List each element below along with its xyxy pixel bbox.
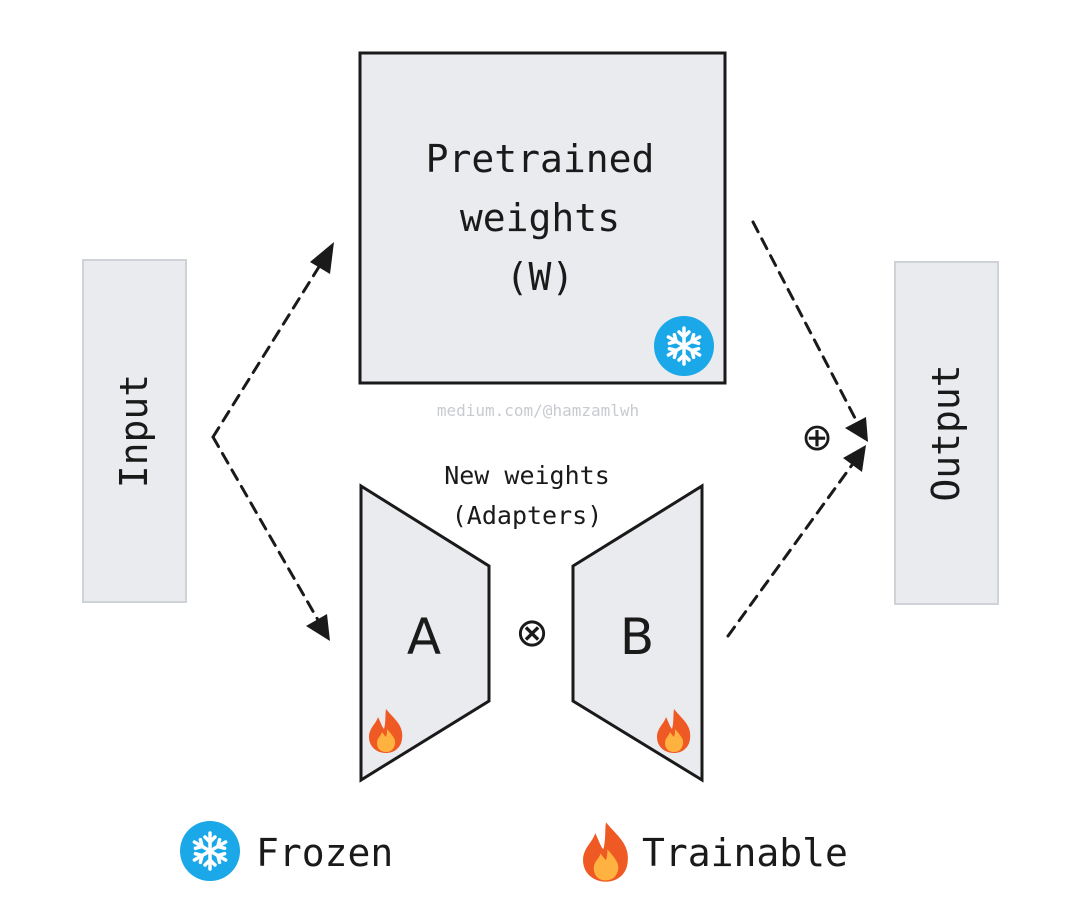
fire-icon xyxy=(583,822,628,882)
output-node: Output xyxy=(894,261,999,605)
arrow-input-to-pretrained xyxy=(211,242,334,439)
add-operator: ⊕ xyxy=(801,415,833,459)
pretrained-title-line3: (W) xyxy=(506,255,575,299)
multiply-operator: ⊗ xyxy=(515,610,549,656)
adapters-caption-line1: New weights xyxy=(444,461,610,490)
legend-frozen-label: Frozen xyxy=(256,831,393,875)
adapter-b-node: B xyxy=(571,483,704,783)
arrow-input-to-adapter-a xyxy=(211,435,330,641)
adapter-a-node: A xyxy=(359,483,491,783)
pretrained-title-line2: weights xyxy=(460,196,620,240)
output-label: Output xyxy=(924,364,968,501)
adapter-b-label: B xyxy=(620,608,654,666)
watermark-text: medium.com/@hamzamlwh xyxy=(437,401,639,420)
adapters-caption-line2: (Adapters) xyxy=(452,501,603,530)
arrow-adapter-b-to-output xyxy=(726,445,866,638)
pretrained-title-line1: Pretrained xyxy=(426,137,655,181)
adapter-a-label: A xyxy=(407,608,441,666)
input-node: Input xyxy=(82,259,187,603)
arrow-pretrained-to-output xyxy=(751,220,868,442)
legend: Frozen Trainable xyxy=(178,819,848,883)
legend-trainable-label: Trainable xyxy=(642,831,848,875)
input-label: Input xyxy=(112,374,156,488)
pretrained-weights-node: Pretrained weights (W) xyxy=(358,51,727,385)
snowflake-icon xyxy=(652,314,716,378)
snowflake-icon xyxy=(178,819,242,883)
